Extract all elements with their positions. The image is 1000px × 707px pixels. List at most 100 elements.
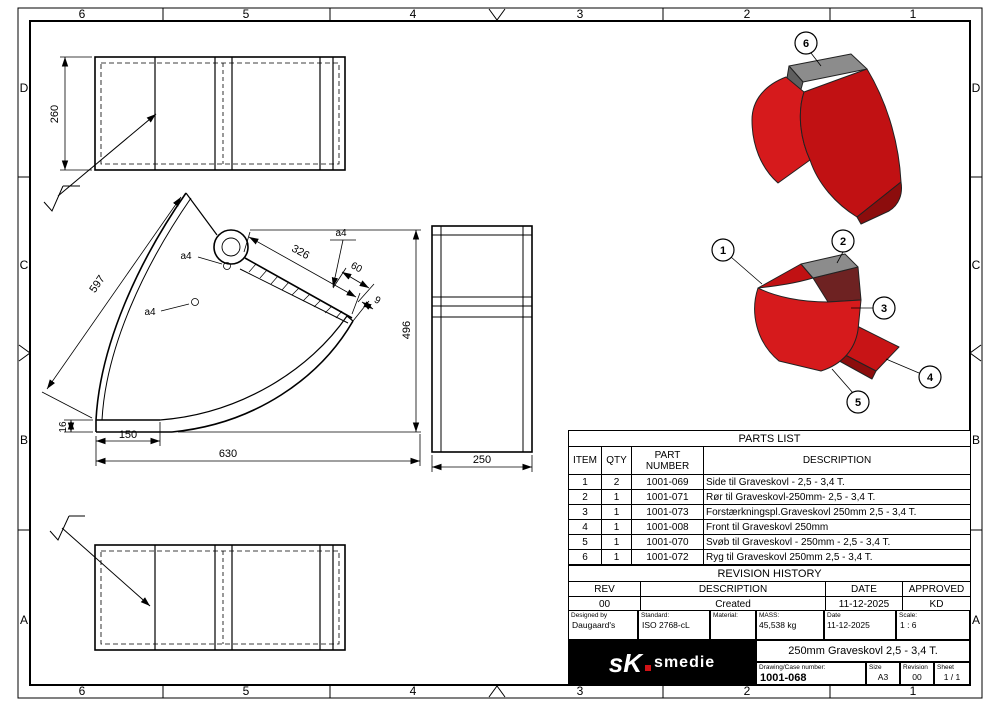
scale-label: Scale: [899, 612, 918, 619]
part-number: 1001-008 [631, 519, 704, 535]
bucket-shell [799, 68, 902, 218]
weld-a4-left-lower: a4 [144, 307, 156, 318]
drawing-title: 250mm Graveskovl 2,5 - 3,4 T. [788, 645, 938, 657]
zone-col-label: 2 [744, 684, 751, 698]
mass-value: 45,538 kg [759, 620, 797, 630]
zone-row-label: C [20, 258, 29, 272]
bucket-tube [800, 253, 859, 279]
drawing-number-cell: Drawing/Case number: 1001-068 [756, 662, 866, 685]
dim-260-lines [60, 56, 92, 171]
zone-row-label: D [972, 81, 981, 95]
zone-col-label: 3 [577, 7, 584, 21]
drawing-number-label: Drawing/Case number: [759, 664, 826, 671]
zone-row-label: C [972, 258, 981, 272]
standard-label: Standard: [641, 612, 670, 619]
company-logo: sK smedie [568, 640, 756, 685]
logo-mark: sK [608, 647, 643, 678]
part-qty: 1 [601, 504, 632, 520]
parts-list-row: 6 1 1001-072 Ryg til Graveskovl 250mm 2,… [568, 549, 972, 565]
dim-630: 630 [219, 448, 237, 460]
zone-col-label: 5 [243, 684, 250, 698]
dim-9-lines [352, 300, 374, 322]
zone-col-label: 2 [744, 7, 751, 21]
dim-250-lines [431, 455, 533, 472]
revision-cell: Revision 00 [900, 662, 934, 685]
material-label: Material: [713, 612, 738, 619]
size-cell: Size A3 [866, 662, 900, 685]
sheet-label: Sheet [937, 664, 954, 671]
iso-view-assembled [751, 53, 902, 225]
zone-col-label: 4 [410, 684, 417, 698]
part-number: 1001-070 [631, 534, 704, 550]
weld-a4-left-upper: a4 [180, 251, 192, 262]
dim-326: 326 [290, 243, 312, 262]
part-description: Side til Graveskovl - 2,5 - 3,4 T. [702, 474, 972, 490]
scale-value: 1 : 6 [900, 620, 917, 630]
size-value: A3 [877, 672, 889, 682]
balloon-4: 4 [885, 358, 942, 389]
dim-260: 260 [49, 105, 61, 123]
balloon-3: 3 [851, 296, 896, 320]
center-mark-bottom [488, 685, 506, 698]
view-side [95, 192, 354, 433]
zone-row-label: A [972, 613, 980, 627]
logo-accent [645, 664, 652, 671]
view-top [94, 56, 346, 171]
revision-header-rev: REV [568, 581, 641, 597]
balloon-6-number: 6 [803, 38, 809, 50]
center-mark-left [18, 344, 31, 362]
parts-list-header-qty: QTY [601, 446, 632, 475]
part-qty: 1 [601, 489, 632, 505]
view-front [431, 225, 533, 453]
part-description: Ryg til Graveskovl 250mm 2,5 - 3,4 T. [702, 549, 972, 565]
title-block: Designed by Daugaard's Standard: ISO 276… [568, 610, 970, 685]
revision-history-title: REVISION HISTORY [568, 565, 971, 582]
date-value: 11-12-2025 [827, 620, 870, 630]
weld-a4-top-lines [330, 239, 356, 288]
balloon-1-number: 1 [720, 245, 726, 257]
dim-16: 16 [58, 421, 69, 433]
parts-list-header-item: ITEM [568, 446, 602, 475]
part-description: Forstærkningspl.Graveskovl 250mm 2,5 - 3… [702, 504, 972, 520]
bucket-wrap-shell [754, 287, 862, 372]
weld-hatch [248, 263, 343, 319]
part-item: 3 [568, 504, 602, 520]
drawing-title-cell: 250mm Graveskovl 2,5 - 3,4 T. [756, 640, 970, 662]
dim-496-lines [178, 229, 421, 433]
part-item: 5 [568, 534, 602, 550]
parts-list-row: 5 1 1001-070 Svøb til Graveskovl - 250mm… [568, 534, 972, 550]
zone-col-label: 6 [79, 684, 86, 698]
drawing-number-value: 1001-068 [760, 672, 807, 684]
dim-150: 150 [119, 429, 137, 441]
balloon-1: 1 [711, 238, 763, 285]
dim-250: 250 [473, 454, 491, 466]
weld-a4-top: a4 [335, 228, 347, 239]
parts-list: PARTS LIST ITEM QTY PART NUMBER DESCRIPT… [567, 430, 972, 565]
part-item: 2 [568, 489, 602, 505]
revision-header-date: DATE [825, 581, 903, 597]
part-number: 1001-071 [631, 489, 704, 505]
weld-a4-left-lower-lines [160, 298, 199, 312]
surface-finish-symbol-top [43, 113, 157, 212]
designed-by-cell: Designed by Daugaard's [568, 610, 638, 640]
part-number: 1001-073 [631, 504, 704, 520]
dim-60: 60 [349, 260, 364, 275]
view-bottom [94, 544, 346, 651]
revision-history: REVISION HISTORY REV DESCRIPTION DATE AP… [568, 565, 971, 612]
balloon-6: 6 [794, 31, 822, 67]
mass-cell: MASS: 45,538 kg [756, 610, 824, 640]
part-number: 1001-069 [631, 474, 704, 490]
revision-value: 00 [912, 672, 922, 682]
revision-header-approved: APPROVED [902, 581, 971, 597]
designed-by-value: Daugaard's [572, 620, 616, 630]
scale-cell: Scale: 1 : 6 [896, 610, 970, 640]
zone-col-label: 3 [577, 684, 584, 698]
dim-496: 496 [401, 321, 413, 339]
bucket-cutting-edge [856, 181, 902, 225]
zone-col-label: 1 [910, 684, 917, 698]
part-item: 1 [568, 474, 602, 490]
part-number: 1001-072 [631, 549, 704, 565]
size-label: Size [869, 664, 882, 671]
